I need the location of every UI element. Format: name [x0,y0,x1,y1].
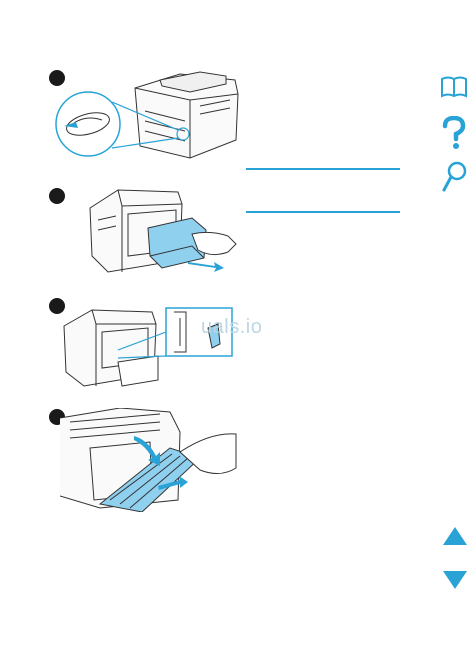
page-up-arrow-icon[interactable] [442,526,468,546]
section-rule-top [246,168,400,170]
figure-rear-output-lever [63,307,233,387]
arrow-icon [158,476,188,490]
figure-remove-duplex-unit [89,189,237,273]
book-icon[interactable] [440,75,468,99]
arrow-icon [134,436,160,466]
step-1-marker [49,70,65,86]
search-magnifier-icon[interactable] [441,161,467,193]
section-rule-bottom [246,211,400,213]
figure-printer-power-switch [55,71,239,159]
arrow-icon [188,262,224,272]
help-question-icon[interactable] [441,115,467,150]
page-down-arrow-icon[interactable] [442,570,468,590]
step-3-marker [49,298,65,314]
watermark-text: uals.io [201,316,263,338]
arrow-icon [64,122,78,128]
step-2-marker [49,188,65,204]
figure-open-rear-door [60,408,237,512]
